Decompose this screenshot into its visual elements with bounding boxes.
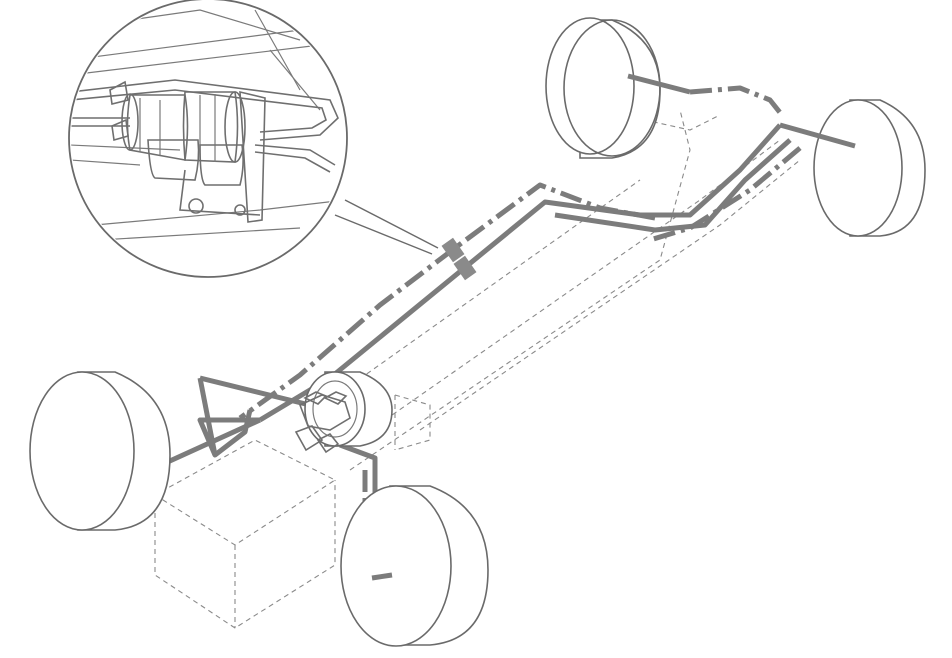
chassis-outline xyxy=(153,109,801,629)
master-cylinder xyxy=(294,391,351,454)
front-right-line-end xyxy=(371,572,393,581)
detail-magnifier xyxy=(68,0,439,278)
rear-left-wheel xyxy=(545,17,661,159)
front-left-wheel xyxy=(29,371,171,531)
rear-right-wheel xyxy=(813,99,926,237)
line-connector xyxy=(441,237,477,281)
front-right-wheel xyxy=(340,485,489,647)
brake-booster xyxy=(304,371,393,447)
